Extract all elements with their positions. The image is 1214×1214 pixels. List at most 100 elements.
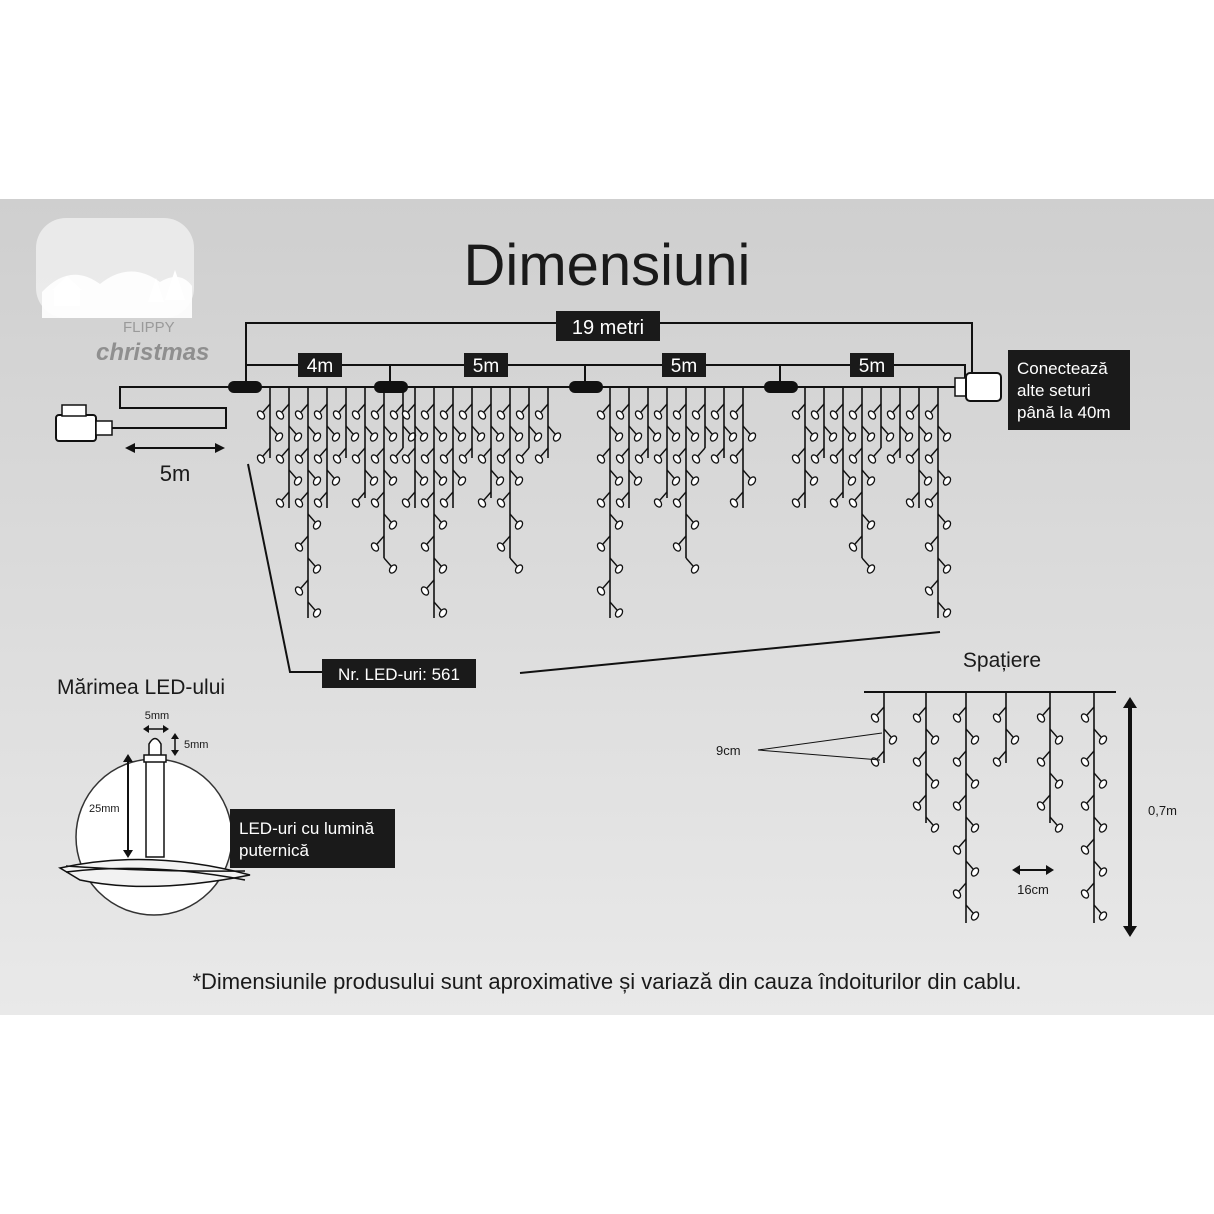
led-bulb	[952, 794, 967, 811]
led-bulb	[294, 491, 309, 508]
led-bulb	[1093, 860, 1108, 877]
led-bulb	[723, 425, 738, 442]
led-bulb	[965, 772, 980, 789]
led-bulb	[861, 469, 876, 486]
horizontal-spacing-label: 16cm	[1017, 882, 1049, 897]
led-bulb	[534, 447, 549, 464]
led-bulb	[1080, 706, 1095, 723]
connect-label-line1: Conectează	[1017, 359, 1108, 378]
led-bulb	[313, 447, 328, 464]
led-bulb	[848, 447, 863, 464]
spacing-title: Spațiere	[963, 649, 1041, 672]
led-bulb	[653, 403, 668, 420]
led-bulb	[332, 447, 347, 464]
led-bulb	[937, 557, 952, 574]
led-bulb	[691, 403, 706, 420]
led-bulb	[937, 425, 952, 442]
icicle-drops	[256, 388, 952, 618]
led-bulb	[256, 403, 271, 420]
led-bulb	[634, 403, 649, 420]
led-bulb	[269, 425, 284, 442]
led-bulb	[420, 579, 435, 596]
led-bulb	[653, 447, 668, 464]
led-bulb	[609, 601, 624, 618]
led-bulb	[433, 469, 448, 486]
led-bulb	[596, 491, 611, 508]
spacing-detail: Spațiere 9cm 16cm 0,7m	[716, 649, 1177, 937]
led-bulb	[685, 425, 700, 442]
led-bulb	[634, 447, 649, 464]
led-bulb	[364, 425, 379, 442]
led-bulb	[965, 860, 980, 877]
led-bulb	[952, 882, 967, 899]
led-count-callout: Nr. LED-uri: 561	[247, 463, 941, 688]
led-bulb	[810, 403, 825, 420]
led-bulb	[370, 403, 385, 420]
led-bulb	[791, 447, 806, 464]
led-bulb	[401, 491, 416, 508]
led-bulb	[742, 425, 757, 442]
led-bulb	[596, 535, 611, 552]
led-bulb	[1049, 816, 1064, 833]
connect-label-line2: alte seturi	[1017, 381, 1091, 400]
led-bulb	[672, 403, 687, 420]
led-bulb	[389, 447, 404, 464]
led-bulb	[804, 425, 819, 442]
led-bulb	[924, 491, 939, 508]
led-bulb	[307, 425, 322, 442]
led-bulb	[370, 491, 385, 508]
led-bulb	[666, 469, 681, 486]
led-bulb	[672, 447, 687, 464]
led-bulb	[886, 403, 901, 420]
led-bulb	[609, 469, 624, 486]
led-bulb	[742, 469, 757, 486]
led-bulb	[880, 425, 895, 442]
end-connector	[954, 372, 1002, 402]
page-title: Dimensiuni	[464, 233, 751, 298]
led-bulb	[256, 447, 271, 464]
led-bulb	[1080, 750, 1095, 767]
led-bulb	[1093, 772, 1108, 789]
led-bulb	[870, 706, 885, 723]
led-bulb	[883, 728, 898, 745]
led-bulb	[389, 403, 404, 420]
led-bulb	[937, 601, 952, 618]
led-bulb	[1080, 794, 1095, 811]
led-bulb	[685, 469, 700, 486]
led-bulb	[370, 535, 385, 552]
led-bulb	[414, 469, 429, 486]
led-bulb	[307, 469, 322, 486]
led-bulb	[672, 535, 687, 552]
led-bulb	[414, 425, 429, 442]
led-bulb	[918, 425, 933, 442]
lead-cable	[55, 386, 230, 442]
led-bulb	[528, 425, 543, 442]
logo-line2: christmas	[96, 339, 209, 366]
led-bulb	[685, 513, 700, 530]
led-bulb	[401, 403, 416, 420]
led-bulb	[401, 447, 416, 464]
led-bulb	[615, 491, 630, 508]
led-bulb	[918, 469, 933, 486]
led-bulb	[729, 403, 744, 420]
led-bulb	[628, 469, 643, 486]
led-bulb	[925, 772, 940, 789]
led-bulb	[810, 447, 825, 464]
lead-length-label: 5m	[160, 461, 191, 486]
segment-dimensions: 4m 5m 5m 5m	[245, 353, 966, 387]
led-bulb	[596, 403, 611, 420]
led-bulb	[420, 535, 435, 552]
led-bulb	[471, 425, 486, 442]
led-size-title: Mărimea LED-ului	[57, 676, 225, 699]
led-bulb	[829, 403, 844, 420]
led-bulb	[420, 403, 435, 420]
led-size-detail: Mărimea LED-ului 5mm 5mm 25mm LED-uri cu…	[57, 676, 395, 916]
led-bulb	[490, 469, 505, 486]
led-bulb	[1036, 706, 1051, 723]
led-bulb	[861, 557, 876, 574]
led-bulb	[509, 557, 524, 574]
segment-label-3: 5m	[671, 356, 697, 377]
led-bulb	[326, 425, 341, 442]
led-bulb	[965, 728, 980, 745]
led-bulb	[729, 491, 744, 508]
